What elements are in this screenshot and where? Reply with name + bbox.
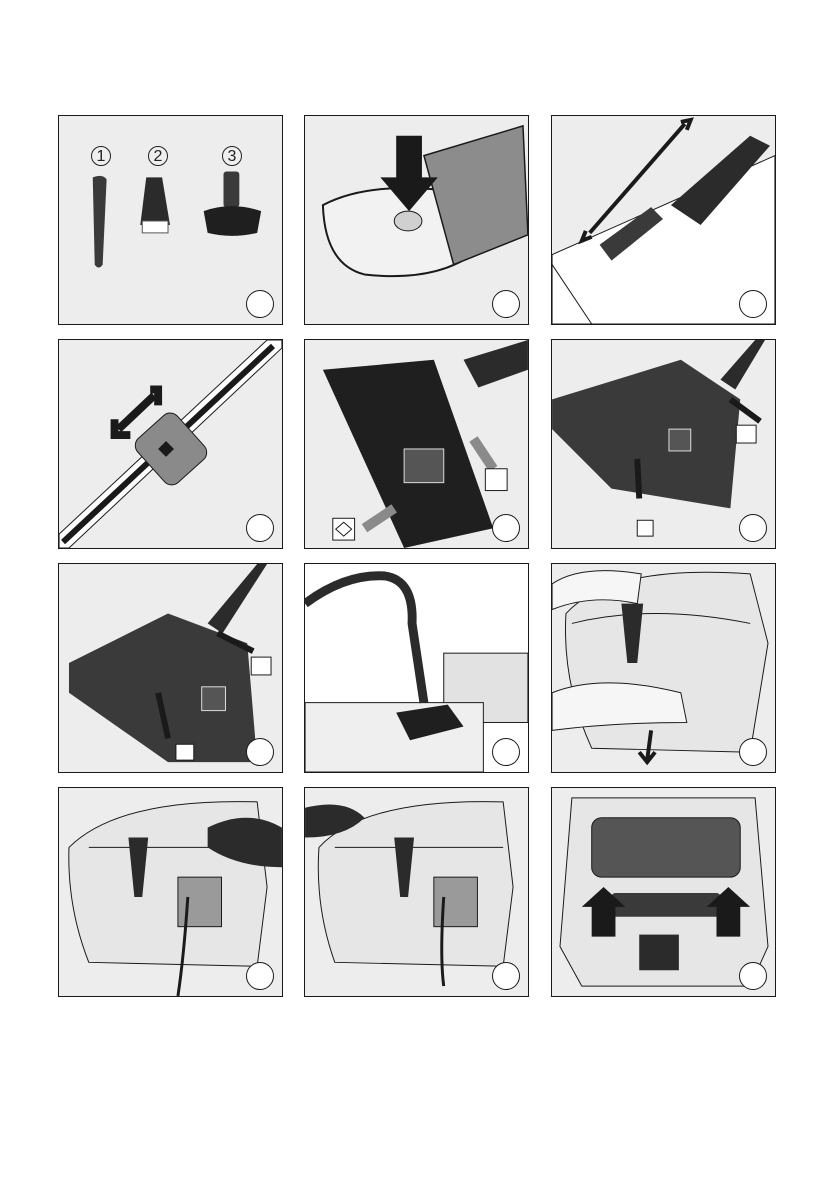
floorhead-switch-illustration — [305, 340, 528, 548]
figure-number-circle — [492, 962, 520, 990]
item-number-2: 2 — [148, 146, 168, 166]
figure-number-circle — [739, 962, 767, 990]
dusting-brush-illustration — [552, 116, 775, 324]
figure-attach-tool — [304, 115, 529, 325]
figure-number-circle — [492, 290, 520, 318]
parking-position-illustration — [305, 564, 528, 772]
figure-number-circle — [739, 738, 767, 766]
figure-telescopic-tube — [58, 339, 283, 549]
rewind-cable-1-illustration — [59, 788, 282, 996]
figure-number-circle — [492, 738, 520, 766]
item-number-3: 3 — [222, 146, 242, 166]
figure-floorhead-switch-2 — [551, 339, 776, 549]
figure-floorhead-switch-1 — [304, 339, 529, 549]
figure-open-lid — [551, 563, 776, 773]
figure-number-circle — [246, 738, 274, 766]
figure-rewind-cable-1 — [58, 787, 283, 997]
figure-number-circle — [492, 514, 520, 542]
item-number-1: 1 — [91, 146, 111, 166]
telescopic-tube-illustration — [59, 340, 282, 548]
figure-dusting-brush-slide — [551, 115, 776, 325]
figure-rewind-cable-2 — [304, 787, 529, 997]
figure-number-circle — [246, 514, 274, 542]
figure-number-circle — [246, 962, 274, 990]
figure-accessories: 1 2 3 — [58, 115, 283, 325]
figure-number-circle — [739, 290, 767, 318]
figure-number-circle — [246, 290, 274, 318]
suction-controls-illustration — [552, 788, 775, 996]
figure-number-circle — [739, 514, 767, 542]
figure-floorhead-switch-3 — [58, 563, 283, 773]
floorhead-switch-3-illustration — [59, 564, 282, 772]
floorhead-switch-2-illustration — [552, 340, 775, 548]
figure-parking-position — [304, 563, 529, 773]
figure-suction-controls — [551, 787, 776, 997]
open-lid-illustration — [552, 564, 775, 772]
accessories-illustration — [59, 116, 282, 324]
rewind-cable-2-illustration — [305, 788, 528, 996]
attach-tool-illustration — [305, 116, 528, 324]
